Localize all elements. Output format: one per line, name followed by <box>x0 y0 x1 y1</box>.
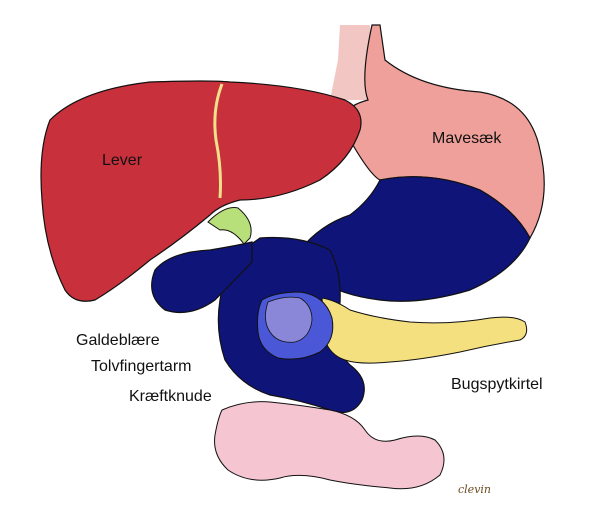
pancreas-shape <box>321 297 528 364</box>
label-gallbladder: Galdeblære <box>76 332 160 349</box>
artist-signature: clevin <box>458 483 491 496</box>
label-tumor: Kræftknude <box>129 388 212 405</box>
label-duodenum: Tolvfingertarm <box>91 358 191 375</box>
label-stomach: Mavesæk <box>432 130 502 147</box>
stomach-lower-navy-shape <box>299 176 531 302</box>
gallbladder-shape <box>151 241 253 313</box>
esophagus-shape <box>330 25 372 100</box>
label-liver: Lever <box>102 152 143 169</box>
label-pancreas: Bugspytkirtel <box>451 376 543 393</box>
bile-duct-shape <box>207 207 252 245</box>
liver-divider-shape <box>213 83 224 199</box>
intestine-shape <box>214 401 445 490</box>
tumor-inner-shape <box>265 296 313 343</box>
liver-shape <box>40 80 362 302</box>
